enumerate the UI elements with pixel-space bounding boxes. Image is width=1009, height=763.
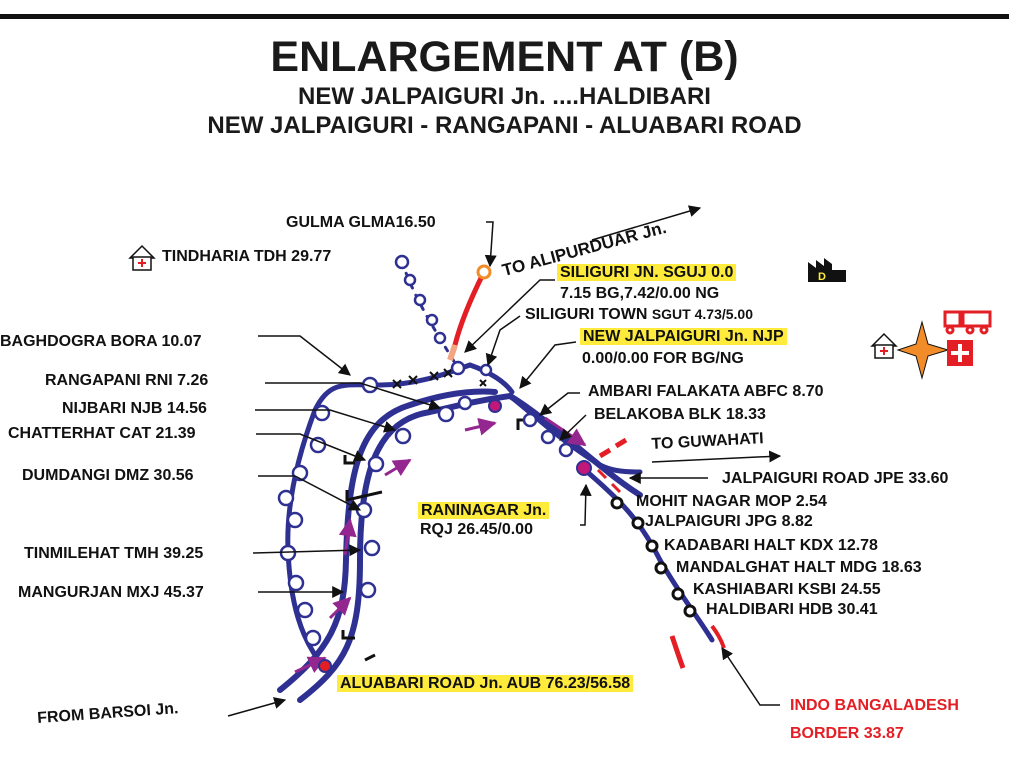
shed-letter: D xyxy=(818,271,826,283)
label-siliguri-town: SILIGURI TOWN SGUT 4.73/5.00 xyxy=(525,306,753,323)
label-siliguri-jn-detail: 7.15 BG,7.42/0.00 NG xyxy=(560,285,720,302)
label-tinmilehat: TINMILEHAT TMH 39.25 xyxy=(24,545,204,562)
label-njp-detail: 0.00/0.00 FOR BG/NG xyxy=(582,350,744,367)
label-belakoba: BELAKOBA BLK 18.33 xyxy=(594,406,766,423)
track-haldibari xyxy=(582,467,715,643)
track-njp-siliguri xyxy=(467,362,515,395)
label-tindharia: TINDHARIA TDH 29.77 xyxy=(162,248,332,265)
label-kashiabari: KASHIABARI KSBI 24.55 xyxy=(693,581,881,598)
map-title: ENLARGEMENT AT (B) xyxy=(270,33,739,81)
njp-hospital-icon xyxy=(870,332,898,359)
track-bagdogra-loop xyxy=(285,362,473,671)
to-alipurduar-arrow xyxy=(591,205,702,241)
label-haldibari: HALDIBARI HDB 30.41 xyxy=(706,601,878,618)
label-ambari: AMBARI FALAKATA ABFC 8.70 xyxy=(588,383,824,400)
label-njp: NEW JALPAIGURI Jn. NJP xyxy=(580,328,787,345)
label-siliguri-jn: SILIGURI JN. SGUJ 0.0 xyxy=(557,264,737,281)
border-marks xyxy=(596,437,726,669)
station-tindharia-marker xyxy=(394,254,410,270)
label-jalpaiguri-road: JALPAIGURI ROAD JPE 33.60 xyxy=(722,470,949,487)
label-aluabari: ALUABARI ROAD Jn. AUB 76.23/56.58 xyxy=(337,675,634,692)
top-rule xyxy=(0,14,1009,19)
track-gulma-salmon xyxy=(447,344,458,361)
label-mohit-nagar: MOHIT NAGAR MOP 2.54 xyxy=(636,493,827,510)
direction-arrows-purple xyxy=(294,416,587,674)
to-guwahati-arrow xyxy=(651,450,782,463)
label-chatterhat: CHATTERHAT CAT 21.39 xyxy=(8,425,196,442)
label-border-line2: BORDER 33.87 xyxy=(790,725,904,742)
track-crossings xyxy=(392,368,487,389)
first-aid-icon xyxy=(947,340,973,366)
station-markers-dark xyxy=(610,496,697,618)
label-dumdangi: DUMDANGI DMZ 30.56 xyxy=(22,467,194,484)
map-subtitle-1: NEW JALPAIGURI Jn. ....HALDIBARI xyxy=(298,83,711,110)
compass-star-icon xyxy=(896,320,950,380)
hospital-icon xyxy=(128,244,156,271)
label-raninagar: RANINAGAR Jn. xyxy=(418,502,550,519)
aluabari-junction-marker xyxy=(318,659,332,673)
label-bagdogra: BAGHDOGRA BORA 10.07 xyxy=(0,333,202,350)
raninagar-junction-marker xyxy=(576,460,592,476)
njp-junction-marker xyxy=(488,399,502,413)
label-border-line1: INDO BANGALADESH xyxy=(790,697,959,714)
track-lines xyxy=(277,260,715,703)
track-main-inner xyxy=(297,393,643,703)
diesel-shed-icon: D xyxy=(808,258,846,283)
label-raninagar-detail: RQJ 26.45/0.00 xyxy=(420,521,533,538)
train-icon xyxy=(943,310,992,335)
label-gulma: GULMA GLMA16.50 xyxy=(286,214,436,231)
track-main-outer xyxy=(277,388,498,693)
label-kadabari: KADABARI HALT KDX 12.78 xyxy=(664,537,878,554)
label-nijbari: NIJBARI NJB 14.56 xyxy=(62,400,207,417)
label-mandalghat: MANDALGHAT HALT MDG 18.63 xyxy=(676,559,922,576)
track-gulma-red xyxy=(452,270,487,346)
label-rangapani: RANGAPANI RNI 7.26 xyxy=(45,372,209,389)
label-mangurjan: MANGURJAN MXJ 45.37 xyxy=(18,584,204,601)
leader-lines xyxy=(227,221,780,717)
map-subtitle-2: NEW JALPAIGURI - RANGAPANI - ALUABARI RO… xyxy=(207,112,802,139)
gulma-marker xyxy=(476,264,492,280)
label-jalpaiguri: JALPAIGURI JPG 8.82 xyxy=(645,513,813,530)
